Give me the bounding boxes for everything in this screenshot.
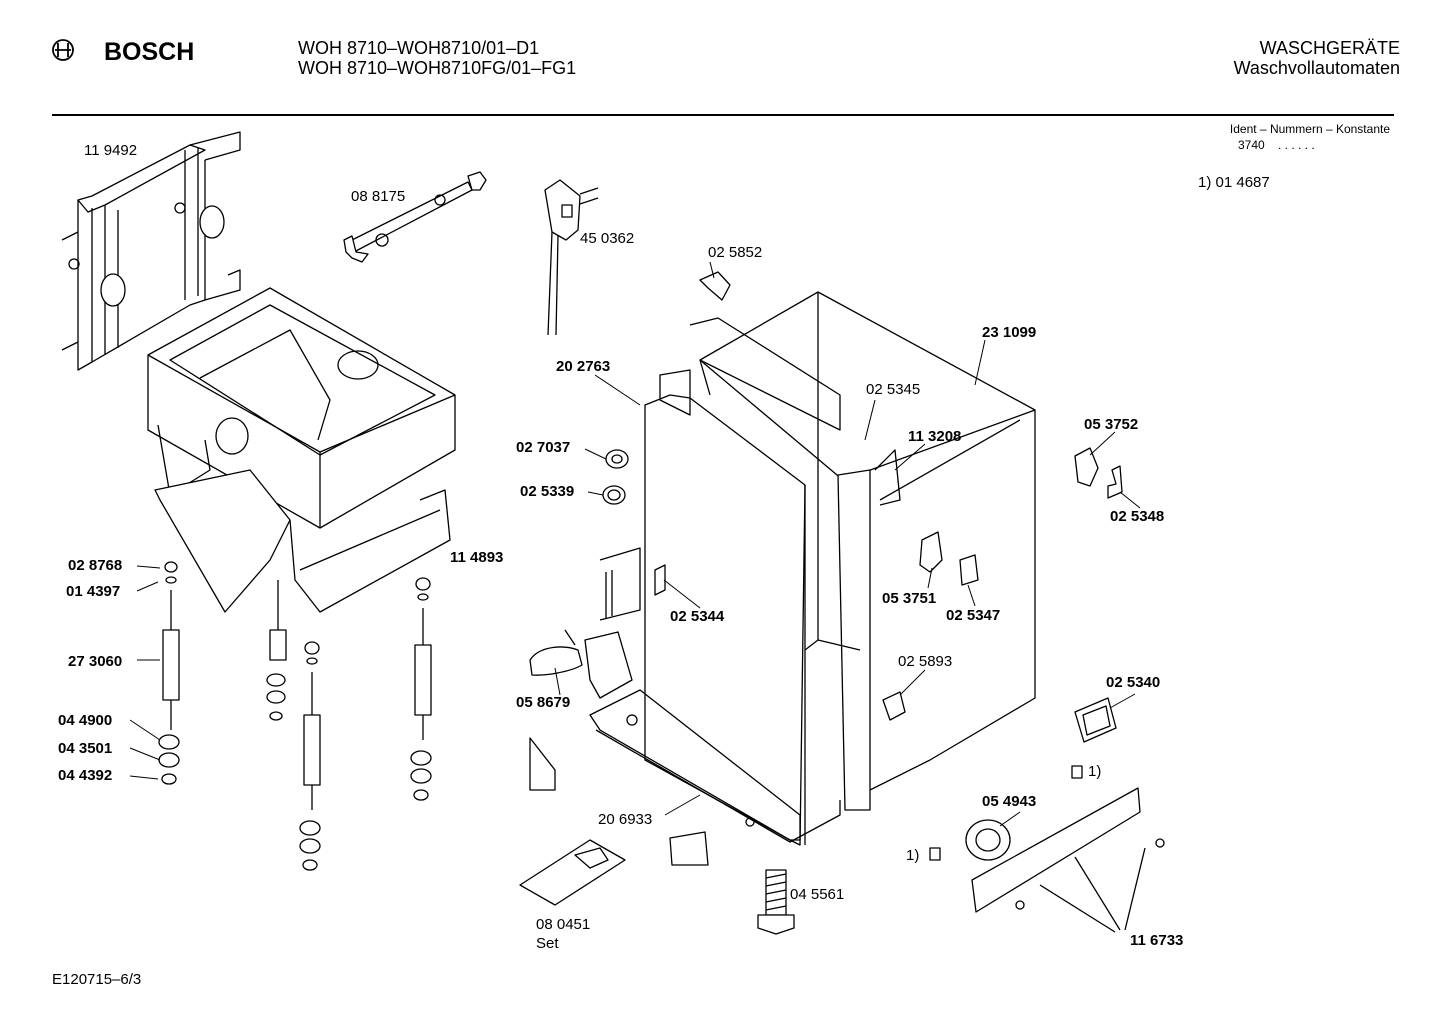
part-label-119492: 11 9492: [84, 142, 138, 159]
corner-bracket-left: [530, 738, 555, 790]
part-label-231099: 23 1099: [982, 324, 1037, 341]
mounting-frame-part: [62, 132, 240, 370]
part-label-025340: 02 5340: [1106, 674, 1161, 691]
shock-absorber-right: [411, 578, 431, 800]
bosch-logo: [53, 40, 73, 60]
brand-name: BOSCH: [104, 38, 195, 66]
ident-value: 3740: [1238, 138, 1265, 152]
part-label-028768: 02 8768: [68, 557, 123, 574]
model-line-2: WOH 8710–WOH8710FG/01–FG1: [298, 58, 577, 78]
part-label-053751: 05 3751: [882, 590, 937, 607]
part-label-043501: 04 3501: [58, 740, 113, 757]
latch-part-053751: [920, 532, 942, 572]
part-label-025348: 02 5348: [1110, 508, 1165, 525]
seal-part-054943: [966, 820, 1010, 860]
ident-note: 1) 01 4687: [1198, 174, 1270, 191]
bracket-part-053752: [1075, 448, 1098, 486]
footnote-marker-cover: 1): [906, 847, 920, 864]
part-label-014397: 01 4397: [66, 583, 121, 600]
model-line-1: WOH 8710–WOH8710/01–D1: [298, 38, 540, 58]
ident-title: Ident – Nummern – Konstante: [1229, 122, 1390, 136]
foot-screw-part: [758, 870, 794, 934]
ident-dots: . . . . . .: [1278, 138, 1315, 152]
foot-plate-set-part: [520, 840, 625, 905]
part-label-450362: 45 0362: [580, 230, 635, 247]
footnote-marker-foot: 1): [1088, 763, 1102, 780]
clip-part-025344: [655, 565, 665, 595]
shock-absorber-left: [159, 562, 179, 784]
part-label-113208: 11 3208: [908, 428, 962, 445]
part-label-025339: 02 5339: [520, 483, 575, 500]
part-label-053752: 05 3752: [1084, 416, 1139, 433]
shock-absorber-middle-2: [300, 642, 320, 870]
cabinet-part: [590, 292, 1035, 845]
part-label-202763: 20 2763: [556, 358, 611, 375]
grip-part-025340: [1075, 698, 1116, 742]
part-label-044900: 04 4900: [58, 712, 113, 729]
part-label-116733: 11 6733: [1130, 932, 1184, 949]
grommet-part-027037: [606, 450, 628, 468]
part-label-025347: 02 5347: [946, 607, 1001, 624]
part-label-025852: 02 5852: [708, 244, 763, 261]
grommet-part-025339: [603, 486, 625, 504]
part-label-058679: 05 8679: [516, 694, 571, 711]
category-title: WASCHGERÄTE: [1259, 38, 1400, 58]
latch-part-025347: [960, 555, 978, 585]
drawing-id: E120715–6/3: [52, 971, 142, 988]
part-label-206933: 20 6933: [598, 811, 653, 828]
subcategory-title: Waschvollautomaten: [1233, 58, 1400, 78]
cable-clip-part: [700, 272, 730, 300]
part-label-044392: 04 4392: [58, 767, 113, 784]
part-label-025893: 02 5893: [898, 653, 953, 670]
hose-part-058679: [530, 630, 632, 698]
part-label-045561: 04 5561: [790, 886, 845, 903]
tub-part: [148, 288, 455, 612]
part-label-273060: 27 3060: [68, 653, 123, 670]
bracket-part-025348: [1108, 466, 1122, 498]
base-cover-part: [930, 766, 1164, 932]
part-label-027037: 02 7037: [516, 439, 571, 456]
part-label-080451: 08 0451: [536, 916, 591, 933]
part-label-025344: 02 5344: [670, 608, 725, 625]
clip-part-025893: [883, 692, 905, 720]
corner-bracket-bottom: [670, 832, 708, 865]
part-label-025345: 02 5345: [866, 381, 921, 398]
shock-absorber-middle-1: [267, 580, 286, 720]
part-label-114893: 11 4893: [450, 549, 504, 566]
spanner-part: [344, 172, 486, 262]
power-plug-part: [545, 180, 598, 335]
part-label-088175: 08 8175: [351, 188, 406, 205]
part-label-054943: 05 4943: [982, 793, 1037, 810]
part-label-080451-set: Set: [536, 935, 559, 952]
